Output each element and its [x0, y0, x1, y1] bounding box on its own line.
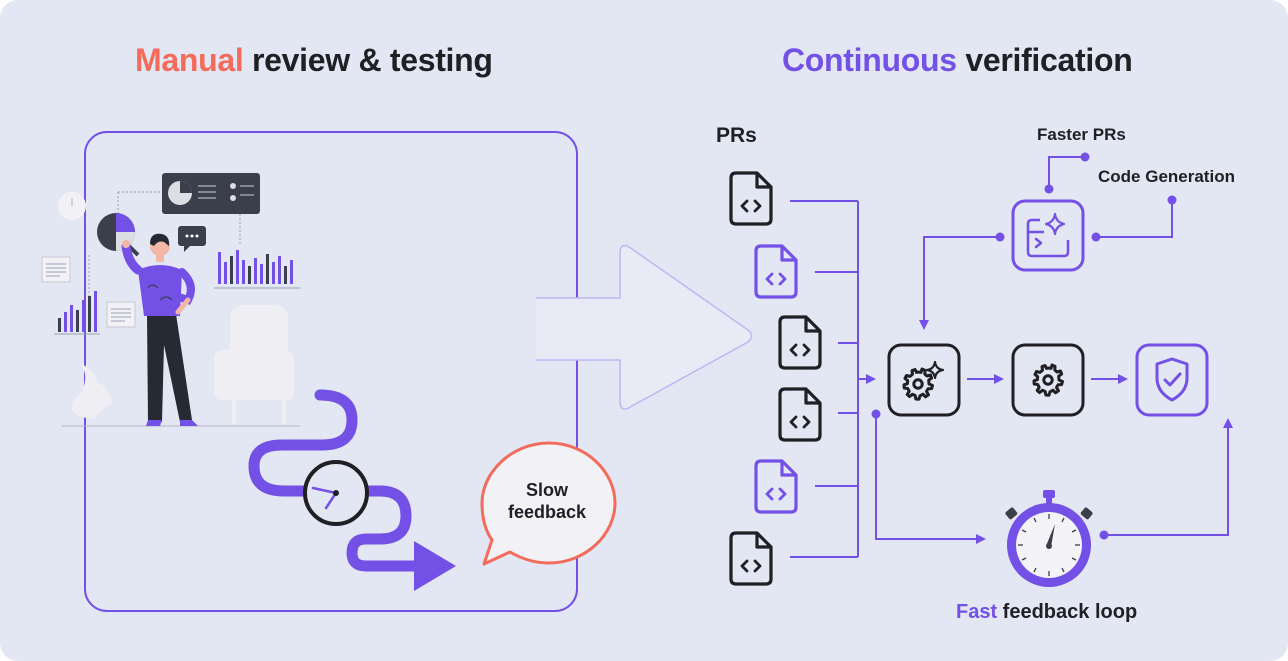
- gear-node[interactable]: [1011, 343, 1085, 417]
- ai-code-terminal-icon: [1026, 218, 1070, 258]
- slow-feedback-bubble: [480, 441, 617, 566]
- pr-file-3: [778, 315, 822, 370]
- winding-path-arrowhead: [414, 541, 456, 591]
- fast-feedback-loop-label: Fast feedback loop: [956, 601, 1137, 624]
- doc-card-left: [41, 256, 71, 283]
- code-gen-connector: [1096, 200, 1173, 238]
- loop-in-connector: [875, 414, 978, 540]
- shield-check-icon: [1155, 357, 1189, 402]
- transition-arrow: [536, 244, 753, 410]
- arrow-to-gear: [994, 374, 1004, 384]
- manual-title-rest: review & testing: [243, 42, 493, 78]
- armchair-illustration: [214, 305, 294, 424]
- plant-illustration: [72, 362, 112, 419]
- magnifier-pie-icon: [97, 213, 140, 257]
- bar-chart-left: [54, 291, 100, 335]
- stopwatch-icon: [1005, 490, 1093, 587]
- pr-file-4: [778, 387, 822, 442]
- clock-icon: [58, 192, 86, 220]
- faster-prs-label: Faster PRs: [1037, 125, 1126, 144]
- arrow-to-ai-gear: [866, 374, 876, 384]
- ai-gear-node[interactable]: [887, 343, 961, 417]
- person-illustration: [121, 233, 198, 426]
- shield-node[interactable]: [1135, 343, 1209, 417]
- manual-title-accent: Manual: [135, 42, 244, 78]
- gear-icon: [1032, 363, 1064, 397]
- pie-chart-icon: [168, 181, 192, 205]
- slow-clock-icon: [303, 460, 369, 526]
- slow-feedback-label: Slow feedback: [507, 480, 587, 522]
- winding-path: [248, 389, 430, 572]
- bar-chart-right: [214, 250, 300, 289]
- continuous-title-rest: verification: [956, 42, 1133, 78]
- code-generation-label: Code Generation: [1098, 167, 1235, 186]
- ai-code-node[interactable]: [1011, 199, 1085, 272]
- prs-label: PRs: [716, 124, 757, 147]
- continuous-verification-title: Continuous verification: [782, 42, 1133, 79]
- manual-review-title: Manual review & testing: [135, 42, 493, 79]
- arrow-to-shield: [1118, 374, 1128, 384]
- loop-out-connector: [1104, 426, 1229, 536]
- pr-file-2: [754, 244, 798, 299]
- pr-connectors: [790, 200, 868, 558]
- feedback-down-connector: [923, 236, 1000, 322]
- pr-file-5: [754, 459, 798, 514]
- feedback-loop-rest: feedback loop: [997, 601, 1138, 623]
- ai-gear-icon: [902, 367, 934, 401]
- continuous-title-accent: Continuous: [782, 42, 957, 78]
- pr-file-1: [729, 171, 773, 226]
- fast-accent: Fast: [956, 601, 998, 623]
- doc-card-right: [106, 301, 136, 328]
- faster-prs-connector: [1048, 156, 1085, 189]
- pr-file-6: [729, 531, 773, 586]
